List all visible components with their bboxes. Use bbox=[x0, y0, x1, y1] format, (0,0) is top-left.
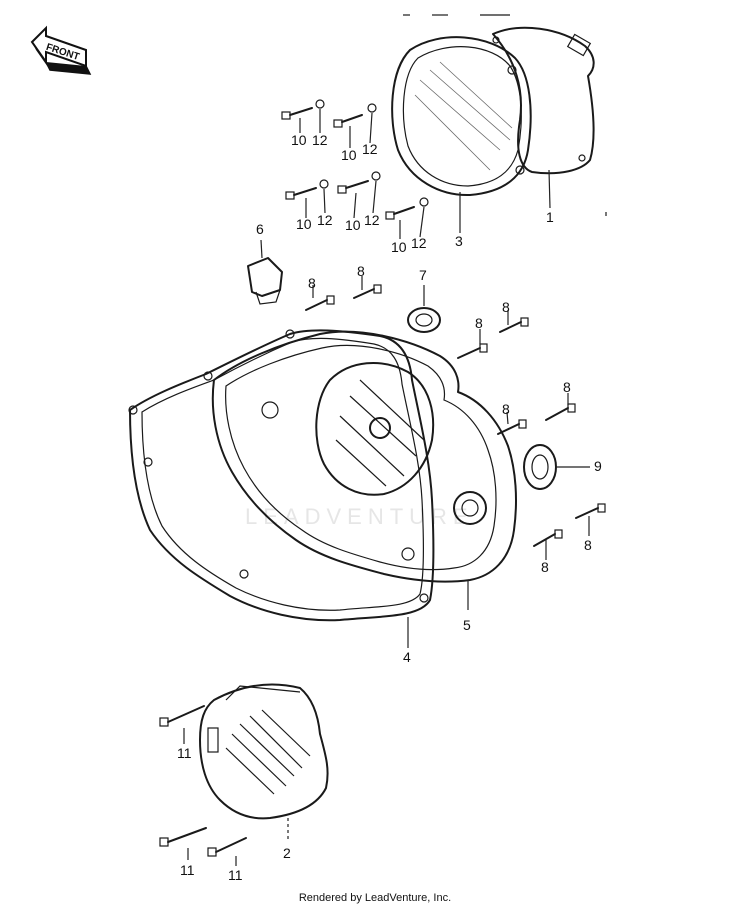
part-6-filler-cap bbox=[247, 239, 283, 305]
bolt-10c bbox=[285, 179, 329, 200]
bolt-8g bbox=[575, 503, 606, 536]
bolt-8a bbox=[305, 285, 335, 311]
bolt-10e bbox=[385, 197, 429, 220]
bolt-10-12-leaders bbox=[299, 109, 551, 239]
front-arrow-icon: FRONT bbox=[30, 25, 92, 75]
part-3-magneto-cover bbox=[391, 36, 532, 197]
callout-8e: 8 bbox=[563, 379, 571, 395]
bolts-11 bbox=[159, 705, 247, 866]
callout-12c: 12 bbox=[317, 212, 333, 228]
sprocket-cover-slots bbox=[225, 709, 311, 795]
watermark: LEADVENTURE bbox=[245, 504, 474, 529]
bolt-8d bbox=[457, 329, 488, 359]
callout-labels: 1 2 3 4 5 6 7 9 8 8 8 8 8 8 8 8 10 12 10… bbox=[177, 132, 602, 883]
bolt-10d bbox=[337, 171, 381, 194]
callout-8a: 8 bbox=[308, 275, 316, 291]
part-5-clutch-cover bbox=[211, 330, 517, 610]
callout-8d: 8 bbox=[475, 315, 483, 331]
callout-8f: 8 bbox=[502, 401, 510, 417]
bolt-11b bbox=[159, 827, 207, 860]
part-4-clutch-gasket bbox=[128, 329, 435, 648]
bolt-8b bbox=[353, 276, 382, 299]
bolt-8e bbox=[545, 393, 576, 421]
callout-12e: 12 bbox=[411, 235, 427, 251]
part-9-oil-seal bbox=[523, 444, 590, 490]
callout-5: 5 bbox=[463, 617, 471, 633]
callout-12a: 12 bbox=[312, 132, 328, 148]
callout-8b: 8 bbox=[357, 263, 365, 279]
callout-10c: 10 bbox=[296, 216, 312, 232]
callout-10e: 10 bbox=[391, 239, 407, 255]
callout-8c: 8 bbox=[502, 299, 510, 315]
callout-8g: 8 bbox=[584, 537, 592, 553]
callout-2: 2 bbox=[283, 845, 291, 861]
callout-10d: 10 bbox=[345, 217, 361, 233]
callout-11c: 11 bbox=[228, 867, 243, 883]
callout-11b: 11 bbox=[180, 862, 195, 878]
part-7-oil-seal bbox=[407, 285, 441, 333]
clutch-cover-ribbed-plate bbox=[315, 362, 435, 496]
footer-credit: Rendered by LeadVenture, Inc. bbox=[298, 892, 452, 904]
callout-4: 4 bbox=[403, 649, 411, 665]
bolt-11a bbox=[159, 705, 205, 744]
callout-12b: 12 bbox=[362, 141, 378, 157]
bolt-8h bbox=[533, 529, 563, 560]
callout-10a: 10 bbox=[291, 132, 307, 148]
callout-8h: 8 bbox=[541, 559, 549, 575]
callout-1: 1 bbox=[546, 209, 554, 225]
callout-9: 9 bbox=[594, 458, 602, 474]
callout-6: 6 bbox=[256, 221, 264, 237]
bolts-8 bbox=[305, 276, 606, 560]
callout-11a: 11 bbox=[177, 745, 192, 761]
bolt-10a bbox=[281, 99, 325, 120]
callout-10b: 10 bbox=[341, 147, 357, 163]
bolt-11c bbox=[207, 837, 247, 866]
part-1-magneto-gasket bbox=[492, 26, 595, 175]
callout-7: 7 bbox=[419, 267, 427, 283]
callout-3: 3 bbox=[455, 233, 463, 249]
bolt-8c bbox=[499, 310, 529, 333]
bolts-10-washers-12 bbox=[281, 99, 429, 220]
callout-12d: 12 bbox=[364, 212, 380, 228]
bolt-10b bbox=[333, 103, 377, 128]
part-2-sprocket-cover bbox=[199, 683, 329, 842]
